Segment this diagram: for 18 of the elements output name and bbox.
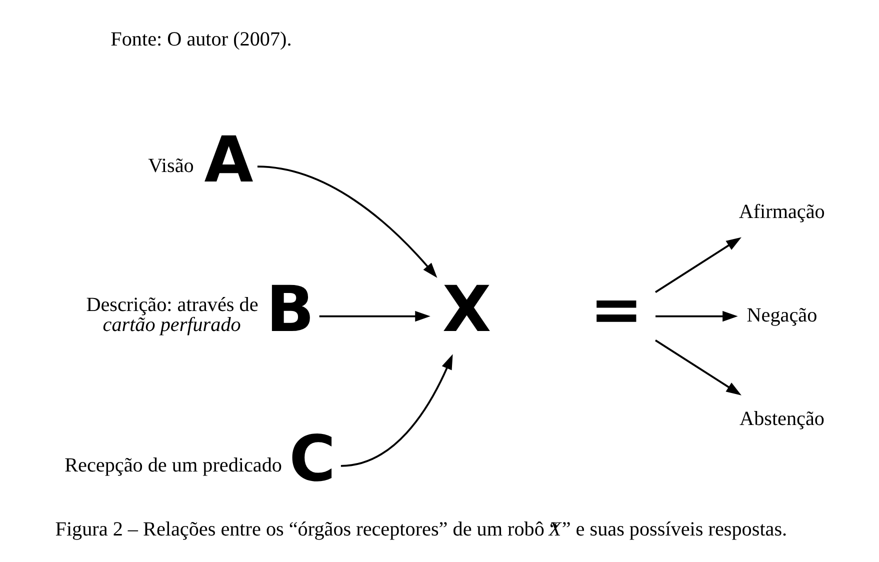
arrow <box>654 237 742 294</box>
node-text: A <box>204 122 254 196</box>
label: Fonte: O autor (2007). <box>110 28 292 50</box>
arrow <box>340 354 453 467</box>
node-label: Recepção de um predicado <box>64 454 282 476</box>
node-text: B <box>266 272 314 346</box>
node-text: = <box>590 272 643 346</box>
arrow <box>257 166 438 278</box>
arrow <box>319 310 430 322</box>
node-text: C <box>289 422 336 496</box>
arrow <box>654 340 742 396</box>
node-text: X <box>442 272 492 346</box>
node-text: Afirmação <box>738 200 825 223</box>
arrow <box>656 310 738 322</box>
node-text: Negação <box>746 304 818 327</box>
node-text: Abstenção <box>740 408 824 430</box>
node-label: Visão <box>148 154 194 177</box>
node-label: Descrição: através de cartão perfurado <box>86 294 258 336</box>
